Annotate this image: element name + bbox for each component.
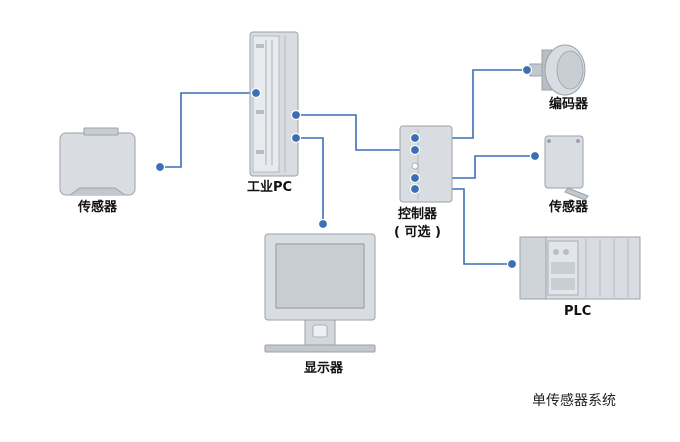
controller-optional-label: ( 可选 ) bbox=[394, 225, 441, 240]
dot-plc bbox=[506, 258, 518, 270]
dot-sensor-right bbox=[529, 150, 541, 162]
controller-label: 控制器 bbox=[398, 207, 438, 222]
sensor-left-device bbox=[59, 127, 136, 196]
dot-sensor-left bbox=[154, 161, 166, 173]
encoder-label: 编码器 bbox=[549, 97, 589, 112]
industrial-pc-label: 工业PC bbox=[247, 180, 293, 195]
dot-controller-encoder bbox=[409, 132, 421, 144]
dot-controller-plc bbox=[409, 183, 421, 195]
wire-pc-to-controller bbox=[296, 114, 415, 151]
dot-controller-pc bbox=[409, 144, 421, 156]
dot-pc-out-controller bbox=[290, 109, 302, 121]
sensor-right-device bbox=[544, 135, 589, 201]
monitor-label: 显示器 bbox=[304, 361, 344, 376]
wire-sensor-to-pc bbox=[160, 92, 256, 168]
dot-pc-in bbox=[250, 87, 262, 99]
plc-device bbox=[519, 236, 641, 300]
connection-dots bbox=[154, 64, 541, 270]
encoder-device bbox=[529, 44, 586, 96]
monitor-device bbox=[264, 233, 376, 353]
dot-pc-out-monitor bbox=[290, 132, 302, 144]
diagram-caption: 单传感器系统 bbox=[532, 393, 616, 409]
industrial-pc-device bbox=[249, 31, 299, 177]
dot-encoder bbox=[521, 64, 533, 76]
controller-device bbox=[399, 125, 453, 203]
dot-monitor bbox=[317, 218, 329, 230]
sensor-left-label: 传感器 bbox=[78, 200, 118, 215]
sensor-right-label: 传感器 bbox=[549, 200, 589, 215]
plc-label: PLC bbox=[564, 304, 592, 319]
dot-controller-sensor bbox=[409, 172, 421, 184]
wire-pc-to-monitor bbox=[296, 137, 324, 224]
